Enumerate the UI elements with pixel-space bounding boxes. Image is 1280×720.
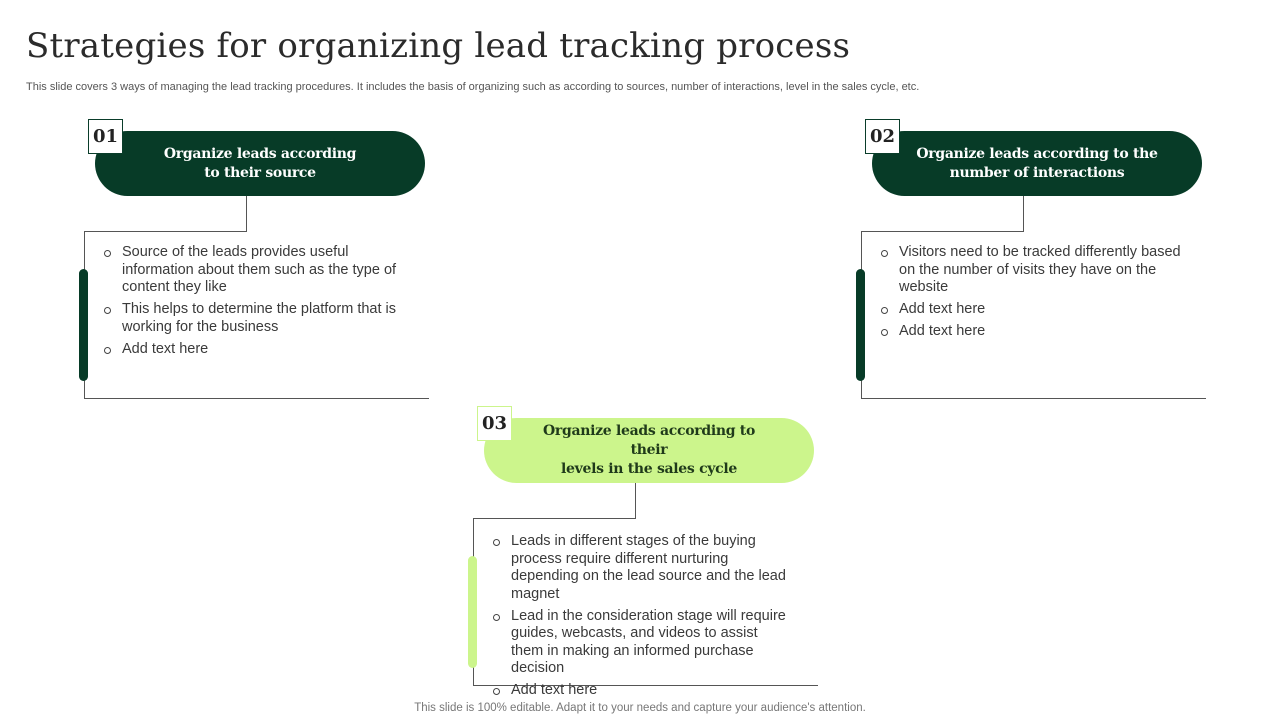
circle-bullet-icon <box>104 250 111 257</box>
list-item: Add text here <box>881 301 1181 319</box>
connector-line <box>1023 196 1024 231</box>
strategy-block-02: Organize leads according to the number o… <box>856 119 1211 399</box>
frame-line <box>473 685 818 686</box>
strategy-number-badge: 02 <box>865 119 900 154</box>
circle-bullet-icon <box>493 688 500 695</box>
frame-line <box>84 398 429 399</box>
strategy-heading-line: Organize leads according to their <box>543 423 755 458</box>
accent-bar <box>79 269 88 381</box>
list-item: Add text here <box>881 323 1181 341</box>
accent-bar <box>856 269 865 381</box>
list-item: This helps to determine the platform tha… <box>104 301 404 336</box>
connector-line <box>861 231 1024 232</box>
strategy-heading-line: to their source <box>204 164 316 181</box>
strategy-heading: Organize leads according to their source <box>163 145 357 183</box>
strategy-block-03: Organize leads according to their levels… <box>468 406 823 698</box>
list-item: Visitors need to be tracked differently … <box>881 244 1181 297</box>
bullet-text: Source of the leads provides useful info… <box>122 244 397 295</box>
circle-bullet-icon <box>493 613 500 621</box>
page-title: Strategies for organizing lead tracking … <box>26 26 851 66</box>
strategy-heading-line: Organize leads according to the <box>916 145 1158 162</box>
strategy-number-badge: 03 <box>477 406 512 441</box>
circle-bullet-icon <box>881 329 888 336</box>
strategy-heading-line: number of interactions <box>949 164 1125 181</box>
list-item: Leads in different stages of the buying … <box>493 533 793 603</box>
list-item: Add text here <box>104 341 404 359</box>
bullet-text: Leads in different stages of the buying … <box>511 533 786 602</box>
strategy-heading-line: Organize leads according <box>163 145 357 162</box>
strategy-bullet-list: Leads in different stages of the buying … <box>493 533 793 704</box>
connector-line <box>473 518 636 519</box>
bullet-text: Add text here <box>899 301 986 317</box>
strategy-bullet-list: Visitors need to be tracked differently … <box>881 244 1181 345</box>
connector-line <box>635 483 636 518</box>
connector-line <box>246 196 247 231</box>
list-item: Add text here <box>493 682 793 700</box>
strategy-heading-line: levels in the sales cycle <box>561 461 737 477</box>
strategy-heading: Organize leads according to the number o… <box>916 145 1158 183</box>
strategy-heading-pill: Organize leads according to their source <box>95 131 425 196</box>
circle-bullet-icon <box>881 307 888 314</box>
frame-line <box>861 398 1206 399</box>
page-subtitle: This slide covers 3 ways of managing the… <box>26 81 920 93</box>
list-item: Lead in the consideration stage will req… <box>493 608 793 678</box>
circle-bullet-icon <box>881 250 888 257</box>
connector-line <box>84 231 247 232</box>
accent-bar <box>468 556 477 668</box>
list-item: Source of the leads provides useful info… <box>104 244 404 297</box>
circle-bullet-icon <box>493 539 500 546</box>
bullet-text: Visitors need to be tracked differently … <box>899 244 1181 295</box>
circle-bullet-icon <box>104 307 111 314</box>
bullet-text: This helps to determine the platform tha… <box>122 301 397 335</box>
circle-bullet-icon <box>104 346 111 354</box>
strategy-heading: Organize leads according to their levels… <box>524 422 774 479</box>
strategy-block-01: Organize leads according to their source… <box>79 119 434 399</box>
footer-note: This slide is 100% editable. Adapt it to… <box>414 702 866 714</box>
strategy-heading-pill: Organize leads according to their levels… <box>484 418 814 483</box>
strategy-heading-pill: Organize leads according to the number o… <box>872 131 1202 196</box>
bullet-text: Add text here <box>122 340 209 357</box>
bullet-text: Add text here <box>511 682 598 698</box>
bullet-text: Lead in the consideration stage will req… <box>511 607 786 677</box>
strategy-bullet-list: Source of the leads provides useful info… <box>104 244 404 363</box>
bullet-text: Add text here <box>899 323 986 339</box>
strategy-number-badge: 01 <box>88 119 123 154</box>
